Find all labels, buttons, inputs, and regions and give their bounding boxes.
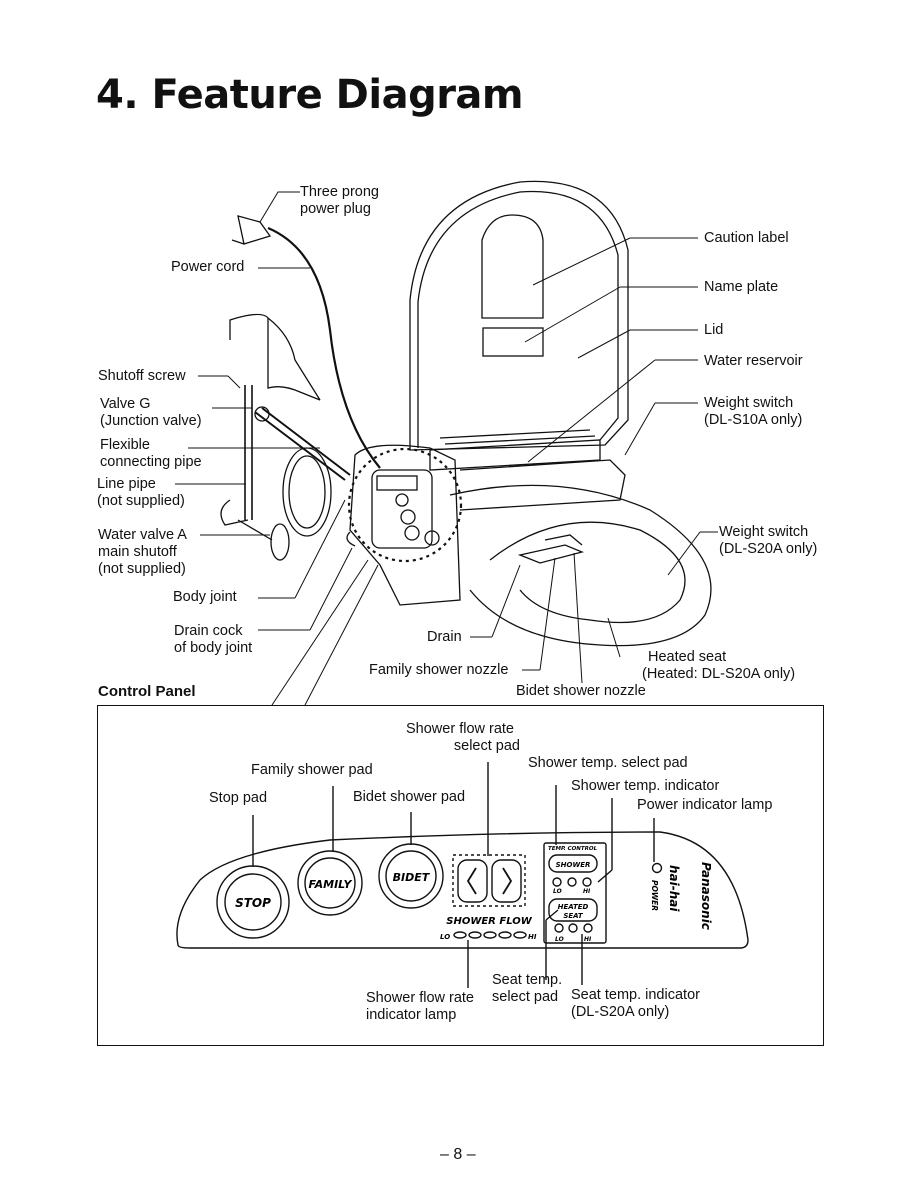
power-text: POWER (650, 880, 659, 911)
brand-text: Panasonic (699, 862, 713, 930)
shower-flow-text: SHOWER FLOW (446, 916, 532, 927)
temp-lo-text: LO (553, 888, 562, 895)
label-bidet-pad: Bidet shower pad (353, 789, 466, 805)
body-unit (349, 444, 461, 606)
flow-lo-text: LO (440, 933, 450, 941)
label-seat-temp-pad: Seat temp. select pad (492, 972, 563, 1005)
seat-lo-text: LO (555, 936, 564, 943)
heated-seat-button-text-2: SEAT (563, 912, 584, 920)
label-temp-select-pad: Shower temp. select pad (528, 755, 688, 771)
label-name-plate: Name plate (704, 279, 779, 295)
label-flow-lamp: Shower flow rate indicator lamp (366, 990, 474, 1023)
label-temp-indicator: Shower temp. indicator (571, 778, 720, 794)
seat-hi-text: HI (584, 936, 592, 943)
leader-bidet-nozzle (573, 552, 583, 684)
label-seat-temp-indicator: Seat temp. indicator (DL-S20A only) (571, 987, 700, 1020)
label-valve-g: Valve G (Junction valve) (100, 396, 202, 429)
label-weight-switch-s20a: Weight switch (DL-S20A only) (719, 524, 818, 557)
control-panel-box (97, 705, 824, 1046)
label-drain: Drain (427, 629, 462, 645)
label-family-pad: Family shower pad (251, 762, 373, 778)
label-family-nozzle: Family shower nozzle (369, 662, 509, 678)
leader-control-panel-1 (271, 559, 369, 706)
leader-control-panel-2 (304, 564, 379, 706)
page-title: 4. Feature Diagram (96, 72, 524, 118)
caution-label-shape (481, 214, 544, 319)
label-water-valve-a: Water valve A main shutoff (not supplied… (98, 527, 187, 577)
leader-heated-seat (607, 617, 621, 658)
label-lid: Lid (704, 322, 724, 338)
label-water-reservoir: Water reservoir (704, 353, 803, 369)
label-power-cord: Power cord (171, 259, 245, 275)
label-power-lamp: Power indicator lamp (637, 797, 773, 813)
label-flow-rate-pad: Shower flow rate select pad (406, 721, 520, 754)
label-three-prong-plug: Three prong power plug (300, 184, 379, 217)
label-heated-seat: Heated seat (Heated: DL-S20A only) (642, 649, 796, 682)
page-number: – 8 – (440, 1146, 476, 1163)
logo-text: hai-hai (667, 865, 681, 912)
label-weight-switch-s10a: Weight switch (DL-S10A only) (704, 395, 803, 428)
label-line-pipe: Line pipe (not supplied) (97, 476, 185, 509)
label-shutoff-screw: Shutoff screw (98, 368, 186, 384)
name-plate-shape (482, 327, 544, 357)
heated-seat-button-text-1: HEATED (558, 903, 589, 911)
stop-button-text: STOP (235, 896, 271, 910)
temp-control-text: TEMP. CONTROL (548, 846, 598, 852)
label-stop-pad: Stop pad (209, 790, 268, 806)
leader-plug (259, 191, 300, 223)
heated-seat-shape (449, 484, 712, 647)
label-caution-label: Caution label (704, 230, 789, 246)
shower-temp-button-text: SHOWER (556, 861, 591, 869)
label-bidet-nozzle: Bidet shower nozzle (516, 683, 646, 699)
temp-hi-text: HI (583, 888, 591, 895)
power-cord (267, 226, 381, 469)
bidet-button-text: BIDET (393, 871, 431, 884)
label-flexible-pipe: Flexible connecting pipe (100, 437, 202, 470)
family-button-text: FAMILY (309, 878, 353, 891)
flow-hi-text: HI (528, 933, 537, 941)
label-body-joint: Body joint (173, 589, 237, 605)
label-drain-cock: Drain cock of body joint (174, 623, 253, 656)
control-panel-heading: Control Panel (98, 683, 196, 700)
lid-outline (409, 180, 629, 451)
